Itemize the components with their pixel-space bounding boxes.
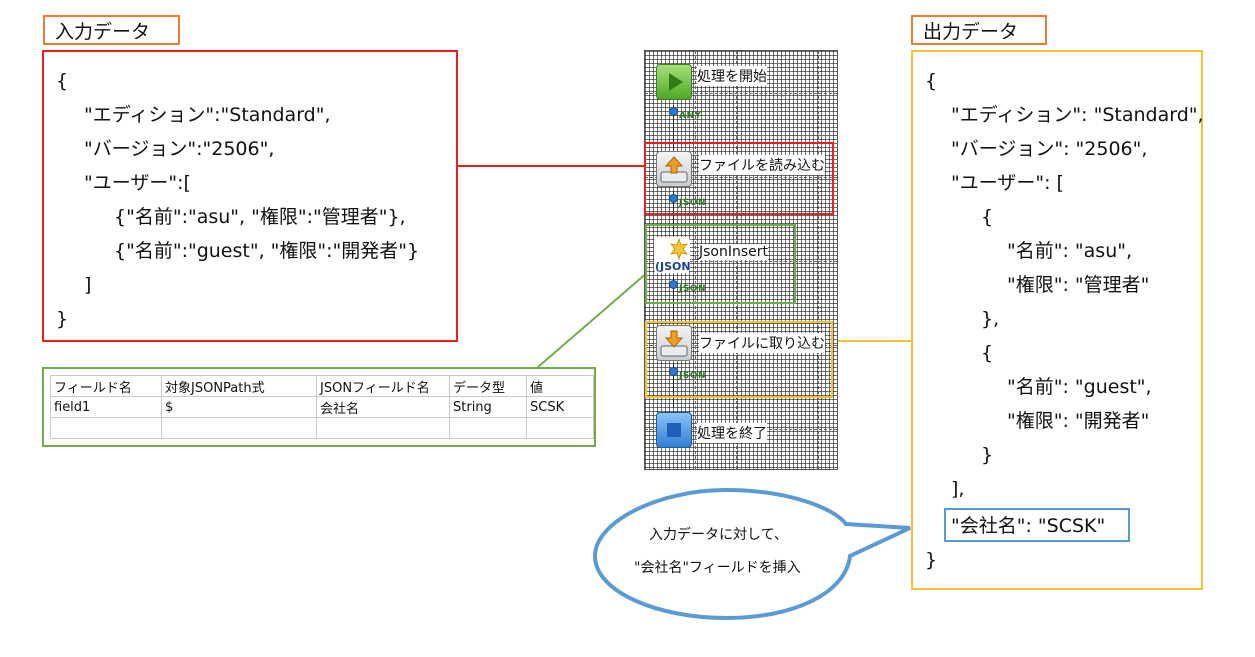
json-line: { bbox=[56, 70, 69, 92]
json-line: { bbox=[981, 206, 994, 228]
json-insert-highlight bbox=[645, 224, 796, 304]
connector-type-label: JSON bbox=[679, 371, 707, 381]
json-line: "バージョン":"2506", bbox=[84, 138, 275, 160]
inserted-field-highlight bbox=[944, 508, 1130, 542]
connector-point bbox=[669, 194, 678, 203]
json-line: "ユーザー": [ bbox=[951, 172, 1064, 194]
json-line: "名前": "asu", bbox=[1007, 240, 1133, 262]
json-line: "エディション":"Standard", bbox=[84, 104, 331, 126]
table-header-cell: JSONフィールド名 bbox=[316, 375, 450, 397]
table-row[interactable] bbox=[50, 417, 594, 439]
table-header-cell: データ型 bbox=[449, 375, 527, 397]
json-line: "ユーザー":[ bbox=[84, 172, 191, 194]
end-icon[interactable] bbox=[656, 412, 692, 448]
json-line: } bbox=[925, 549, 938, 571]
output-data-title: 出力データ bbox=[911, 15, 1047, 45]
connector-point bbox=[669, 280, 678, 289]
connector-type-label: JSON bbox=[679, 284, 707, 294]
json-line: { bbox=[925, 70, 938, 92]
table-cell[interactable]: String bbox=[449, 396, 527, 418]
field-mapping-table-box: フィールド名 対象JSONPath式 JSONフィールド名 データ型 値 fie… bbox=[42, 367, 596, 447]
table-cell[interactable] bbox=[316, 417, 450, 439]
output-json-box: { "エディション": "Standard", "バージョン": "2506",… bbox=[911, 50, 1204, 590]
json-line: ], bbox=[951, 478, 965, 500]
json-insert-icon[interactable]: (JSON) bbox=[654, 237, 696, 273]
table-header-cell: 値 bbox=[526, 375, 594, 397]
json-line: "会社名": "SCSK" bbox=[951, 515, 1106, 537]
file-write-icon[interactable] bbox=[656, 325, 692, 361]
start-icon[interactable] bbox=[656, 64, 692, 100]
json-line: "権限": "管理者" bbox=[1007, 274, 1150, 296]
svg-text:(JSON): (JSON) bbox=[655, 260, 692, 273]
field-mapping-table: フィールド名 対象JSONPath式 JSONフィールド名 データ型 値 fie… bbox=[50, 375, 594, 439]
table-header-row: フィールド名 対象JSONPath式 JSONフィールド名 データ型 値 bbox=[50, 375, 594, 397]
table-cell[interactable] bbox=[161, 417, 317, 439]
callout-text-line1: 入力データに対して、 bbox=[649, 527, 788, 543]
flow-node-label: ファイルを読み込む bbox=[699, 155, 825, 175]
json-line: { bbox=[981, 342, 994, 364]
flow-node-label: 処理を終了 bbox=[697, 423, 767, 443]
connector-type-label: ANY bbox=[679, 111, 702, 121]
flow-canvas: 処理を開始 ANY ファイルを読み込む JSON (JSON) JsonInse… bbox=[644, 50, 838, 470]
connector-point bbox=[669, 367, 678, 376]
flow-node-label: JsonInsert bbox=[699, 244, 769, 260]
json-line: {"名前":"guest", "権限":"開発者"} bbox=[114, 240, 420, 262]
input-data-title: 入力データ bbox=[43, 15, 180, 45]
json-line: "エディション": "Standard", bbox=[951, 104, 1204, 126]
json-line: } bbox=[981, 444, 994, 466]
flow-node-label: ファイルに取り込む bbox=[699, 333, 825, 353]
connector-type-label: JSON bbox=[679, 198, 707, 208]
file-write-highlight bbox=[645, 321, 833, 398]
callout-text-line2: "会社名"フィールドを挿入 bbox=[634, 560, 801, 576]
flow-node-label: 処理を開始 bbox=[697, 66, 767, 86]
table-header-cell: 対象JSONPath式 bbox=[161, 375, 317, 397]
table-cell[interactable]: SCSK bbox=[526, 396, 594, 418]
json-line: ] bbox=[84, 274, 92, 296]
table-cell[interactable] bbox=[526, 417, 594, 439]
json-line: "名前": "guest", bbox=[1007, 376, 1152, 398]
json-line: }, bbox=[981, 308, 1000, 330]
table-cell[interactable]: field1 bbox=[50, 396, 162, 418]
file-read-highlight bbox=[644, 142, 834, 215]
connector-point bbox=[669, 107, 678, 116]
table-cell[interactable]: $ bbox=[161, 396, 317, 418]
table-row[interactable]: field1 $ 会社名 String SCSK bbox=[50, 396, 594, 418]
table-cell[interactable]: 会社名 bbox=[316, 396, 450, 418]
table-cell[interactable] bbox=[449, 417, 527, 439]
json-line: "権限": "開発者" bbox=[1007, 410, 1150, 432]
json-line: } bbox=[56, 308, 69, 330]
json-line: "バージョン": "2506", bbox=[951, 138, 1148, 160]
speech-bubble bbox=[592, 487, 911, 621]
json-line: {"名前":"asu", "権限":"管理者"}, bbox=[114, 206, 406, 228]
file-read-icon[interactable] bbox=[656, 151, 692, 187]
table-header-cell: フィールド名 bbox=[50, 375, 162, 397]
table-cell[interactable] bbox=[50, 417, 162, 439]
input-json-box: { "エディション":"Standard", "バージョン":"2506", "… bbox=[42, 50, 458, 342]
